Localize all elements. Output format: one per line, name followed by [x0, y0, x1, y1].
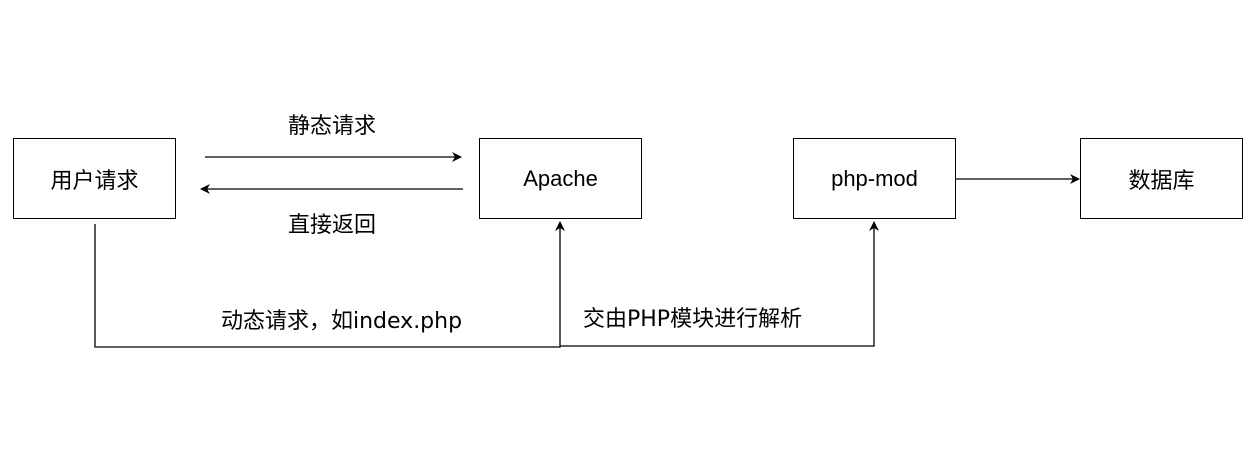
dynamic-request-arrow	[94, 221, 565, 348]
database-node: 数据库	[1080, 138, 1243, 219]
php-parse-label: 交由PHP模块进行解析	[583, 307, 803, 332]
direct-return-label: 直接返回	[288, 213, 377, 238]
php-mod-node: php-mod	[793, 138, 956, 219]
static-request-label: 静态请求	[288, 114, 377, 139]
user-request-node: 用户请求	[13, 138, 176, 219]
php-mod-label: php-mod	[831, 165, 918, 191]
apache-label: Apache	[523, 165, 598, 191]
user-request-label: 用户请求	[50, 168, 139, 194]
php-parse-arrow	[560, 221, 879, 347]
database-label: 数据库	[1128, 168, 1195, 194]
apache-node: Apache	[479, 138, 642, 219]
dynamic-request-label: 动态请求，如index.php	[221, 309, 463, 334]
